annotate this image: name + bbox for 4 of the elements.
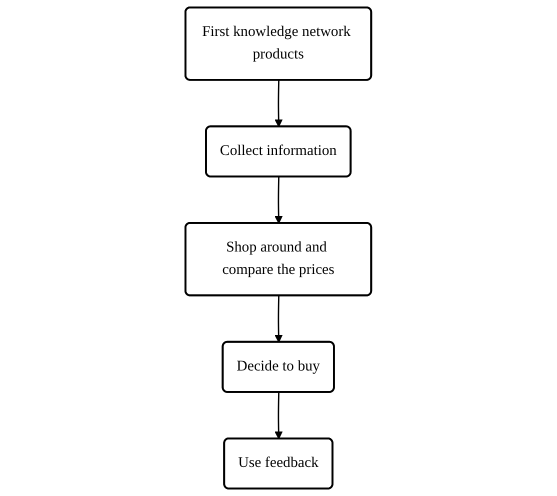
arrow: [274, 80, 283, 128]
arrow: [274, 392, 283, 440]
arrow: [274, 296, 283, 343]
arrow: [274, 176, 283, 224]
